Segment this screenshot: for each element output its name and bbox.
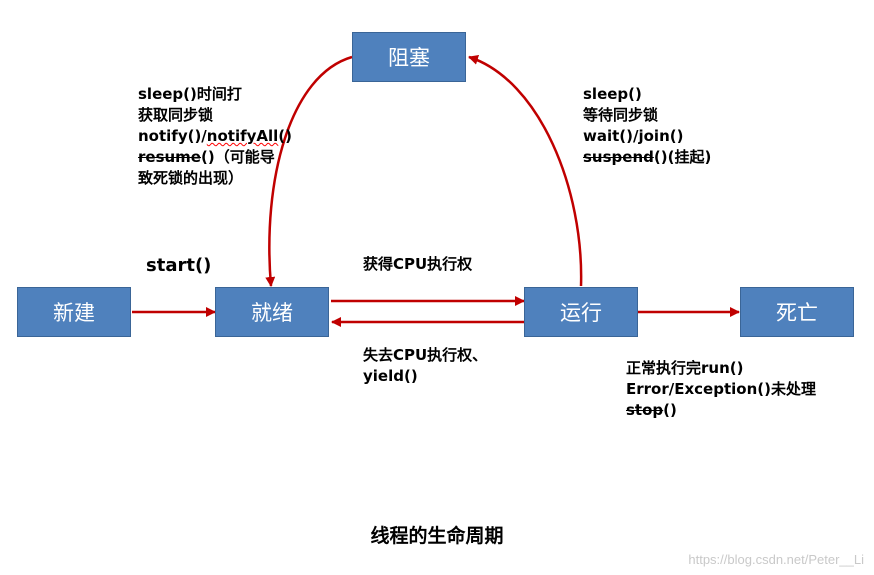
state-blocked: 阻塞 [352, 32, 466, 82]
label-lose-cpu: 失去CPU执行权、 yield() [363, 345, 487, 387]
from-blocked-line-4: resume()（可能导 [138, 147, 292, 168]
to-blocked-line-1: sleep() [583, 85, 642, 103]
suspend-rest: ()(挂起) [653, 148, 712, 166]
from-blocked-line-5: 致死锁的出现） [138, 169, 244, 187]
label-get-cpu: 获得CPU执行权 [363, 254, 472, 275]
stop-rest: () [663, 401, 677, 419]
stop-struck: stop [626, 401, 664, 419]
suspend-struck: suspend [583, 148, 654, 166]
notifyall-parens: () [278, 127, 293, 145]
to-dead-line-3: stop() [626, 400, 816, 421]
arrow-running-to-blocked [468, 55, 583, 287]
label-from-blocked: sleep()时间打 获取同步锁 notify()/notifyAll() re… [138, 84, 292, 189]
from-blocked-line-2: 获取同步锁 [138, 106, 214, 124]
arrow-blocked-to-ready [265, 55, 353, 287]
to-dead-line-2: Error/Exception()未处理 [626, 380, 816, 398]
state-new: 新建 [17, 287, 131, 337]
from-blocked-line-3: notify()/notifyAll() [138, 126, 292, 147]
state-ready: 就绪 [215, 287, 329, 337]
state-dead: 死亡 [740, 287, 854, 337]
label-start: start() [146, 255, 211, 276]
lose-cpu-line-1: 失去CPU执行权、 [363, 346, 488, 364]
to-dead-line-1: 正常执行完run() [626, 359, 744, 377]
resume-rest: ()（可能导 [200, 148, 275, 166]
resume-struck: resume [138, 148, 201, 166]
lose-cpu-line-2: yield() [363, 367, 418, 385]
notify-text: notify()/ [138, 127, 207, 145]
label-to-dead: 正常执行完run() Error/Exception()未处理 stop() [626, 358, 816, 421]
diagram-caption: 线程的生命周期 [370, 525, 504, 547]
to-blocked-line-3: wait()/join() [583, 127, 684, 145]
to-blocked-line-4: suspend()(挂起) [583, 147, 711, 168]
to-blocked-line-2: 等待同步锁 [583, 106, 659, 124]
notifyall-text: notifyAll [206, 127, 279, 145]
watermark: https://blog.csdn.net/Peter__Li [688, 552, 864, 567]
get-cpu-text: 获得CPU执行权 [363, 255, 473, 273]
from-blocked-line-1: sleep()时间打 [138, 85, 242, 103]
start-text: start() [146, 255, 212, 276]
state-running: 运行 [524, 287, 638, 337]
label-to-blocked: sleep() 等待同步锁 wait()/join() suspend()(挂起… [583, 84, 711, 168]
